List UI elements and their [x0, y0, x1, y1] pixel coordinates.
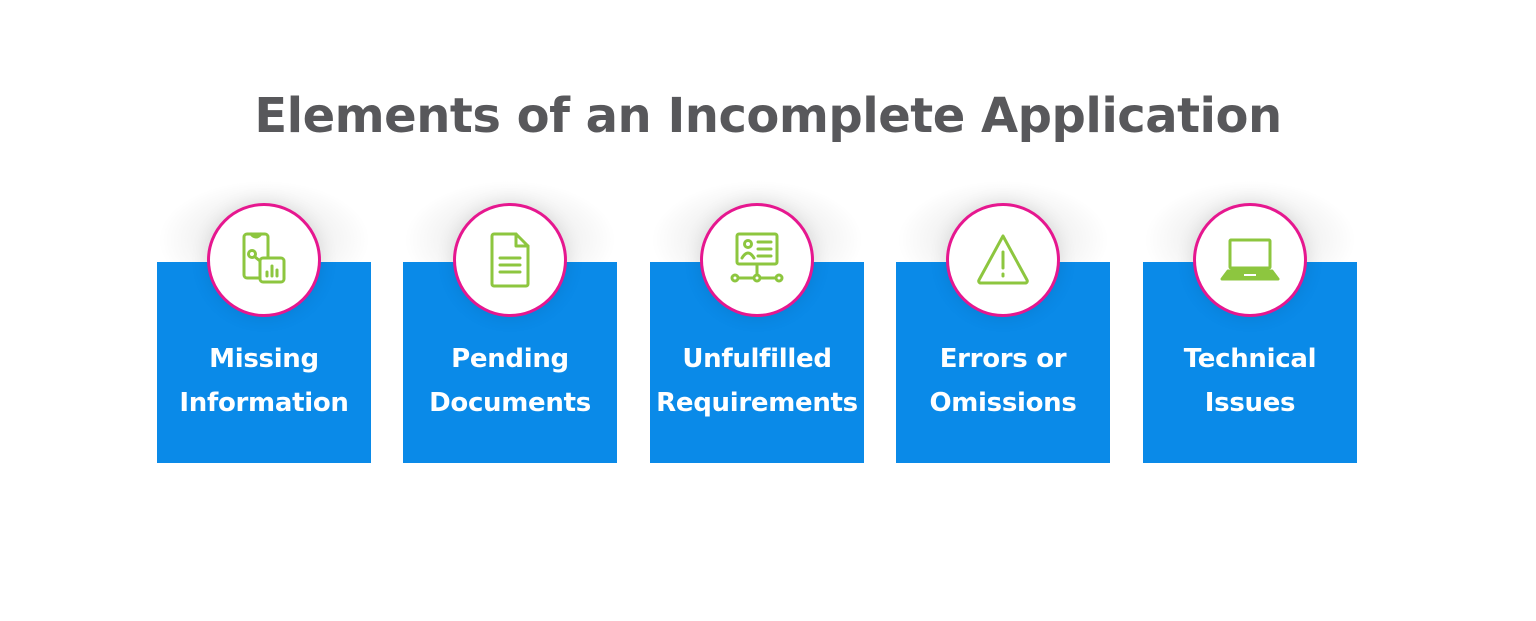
card-label-line2: Requirements	[656, 388, 858, 418]
phone-chart-icon	[242, 232, 286, 284]
warning-triangle-icon	[977, 234, 1029, 285]
card-label-line2: Omissions	[929, 388, 1077, 418]
card-label: Technical Issues	[1143, 337, 1357, 425]
card-label-line1: Errors or	[939, 344, 1067, 374]
card-label: Errors or Omissions	[896, 337, 1110, 425]
card-label-line2: Issues	[1204, 388, 1296, 418]
page-title: Elements of an Incomplete Application	[254, 88, 1282, 144]
id-card-network-icon	[730, 232, 784, 283]
card-label-line1: Missing	[209, 344, 319, 374]
card-label: Unfulfilled Requirements	[650, 337, 864, 425]
card-label: Missing Information	[157, 337, 371, 425]
card-label-line1: Unfulfilled	[682, 344, 832, 374]
document-icon	[490, 232, 530, 288]
icon-badge	[946, 203, 1060, 317]
icon-badge	[1193, 203, 1307, 317]
card-label-line1: Pending	[451, 344, 569, 374]
card-label: Pending Documents	[403, 337, 617, 425]
icon-badge	[207, 203, 321, 317]
icon-badge	[700, 203, 814, 317]
laptop-icon	[1220, 238, 1280, 281]
icon-badge	[453, 203, 567, 317]
card-label-line1: Technical	[1183, 344, 1317, 374]
card-label-line2: Documents	[429, 388, 591, 418]
card-label-line2: Information	[179, 388, 349, 418]
